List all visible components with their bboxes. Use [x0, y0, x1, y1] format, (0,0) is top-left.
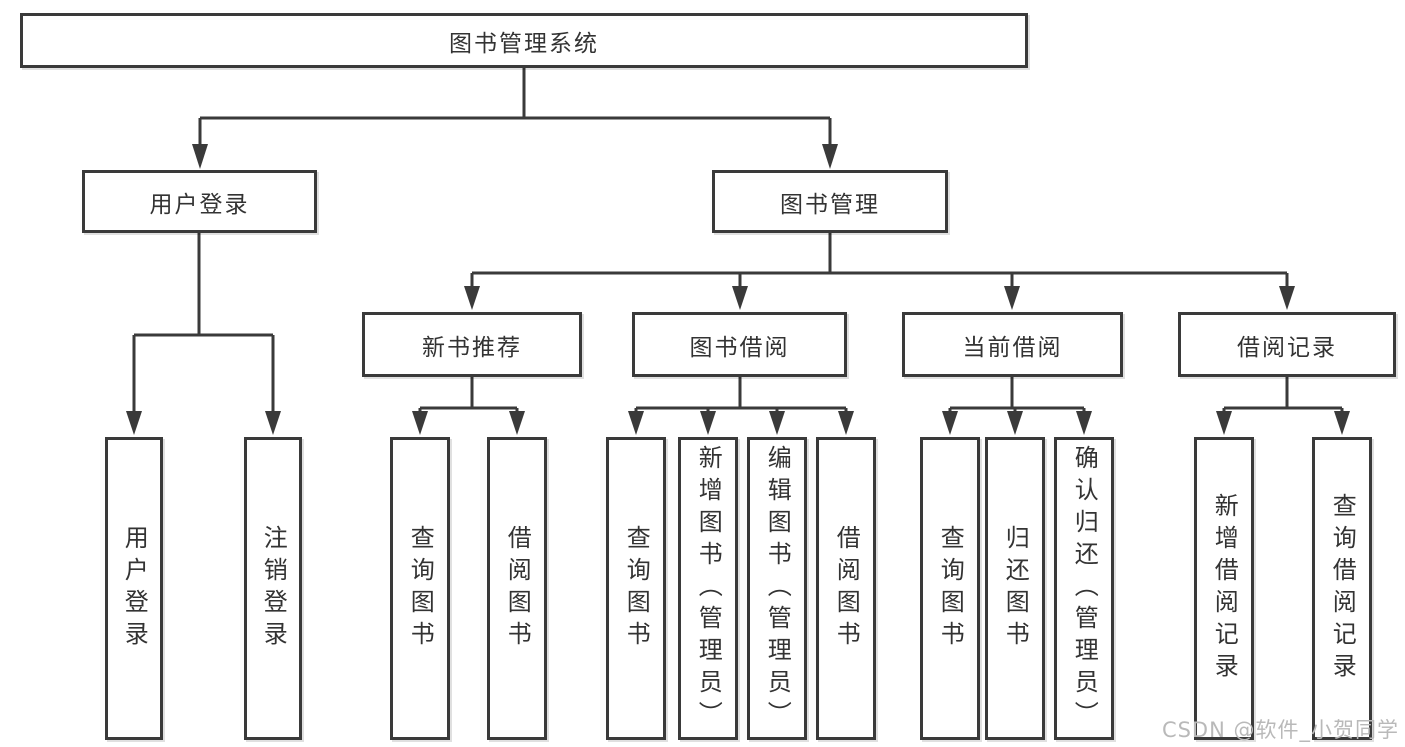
leaf-cb-confirm-return-admin: 确认归还（管理员） — [1054, 437, 1114, 740]
arrowheads — [126, 144, 1350, 435]
node-borrow-records: 借阅记录 — [1178, 312, 1396, 377]
leaf-cb-return-books: 归还图书 — [985, 437, 1045, 740]
leaf-bb-query-books-label: 查询图书 — [622, 524, 651, 653]
leaf-br-query-record-label: 查询借阅记录 — [1328, 492, 1357, 685]
leaf-bb-edit-books-admin: 编辑图书（管理员） — [747, 437, 807, 740]
leaf-bb-add-books-admin: 新增图书（管理员） — [678, 437, 738, 740]
leaf-br-add-record-label: 新增借阅记录 — [1210, 492, 1239, 685]
leaf-br-query-record: 查询借阅记录 — [1312, 437, 1372, 740]
leaf-cb-query-books-label: 查询图书 — [936, 524, 965, 653]
node-current-borrowing-label: 当前借阅 — [962, 334, 1063, 361]
leaf-bb-add-books-admin-label: 新增图书（管理员） — [694, 444, 723, 733]
csdn-watermark: CSDN @软件_小贺同学 — [1161, 718, 1399, 742]
leaf-br-add-record: 新增借阅记录 — [1194, 437, 1254, 740]
leaf-logout-label: 注销登录 — [259, 524, 288, 653]
leaf-bb-query-books: 查询图书 — [606, 437, 666, 740]
leaf-bb-edit-books-admin-label: 编辑图书（管理员） — [763, 444, 792, 733]
node-book-borrowing: 图书借阅 — [632, 312, 847, 377]
leaf-user-login-label: 用户登录 — [120, 524, 149, 653]
leaf-nbr-query-books-label: 查询图书 — [406, 524, 435, 653]
leaf-cb-confirm-return-admin-label: 确认归还（管理员） — [1070, 444, 1099, 733]
node-root: 图书管理系统 — [20, 13, 1028, 68]
leaf-nbr-query-books: 查询图书 — [390, 437, 450, 740]
leaf-logout: 注销登录 — [244, 437, 302, 740]
node-root-label: 图书管理系统 — [449, 30, 599, 57]
node-book-borrowing-label: 图书借阅 — [689, 334, 790, 361]
leaf-cb-query-books: 查询图书 — [920, 437, 980, 740]
node-borrow-records-label: 借阅记录 — [1237, 334, 1337, 361]
node-user-login-label: 用户登录 — [149, 191, 250, 218]
leaf-bb-borrow-books-label: 借阅图书 — [832, 524, 861, 653]
node-user-login: 用户登录 — [82, 170, 317, 233]
node-book-management-label: 图书管理 — [780, 191, 880, 218]
leaf-user-login: 用户登录 — [105, 437, 163, 740]
leaf-cb-return-books-label: 归还图书 — [1001, 524, 1030, 653]
leaf-bb-borrow-books: 借阅图书 — [816, 437, 876, 740]
node-new-book-recommend: 新书推荐 — [362, 312, 582, 377]
leaf-nbr-borrow-books-label: 借阅图书 — [503, 524, 532, 653]
node-book-management: 图书管理 — [712, 170, 948, 233]
leaf-nbr-borrow-books: 借阅图书 — [487, 437, 547, 740]
node-new-book-recommend-label: 新书推荐 — [422, 334, 522, 361]
node-current-borrowing: 当前借阅 — [902, 312, 1123, 377]
